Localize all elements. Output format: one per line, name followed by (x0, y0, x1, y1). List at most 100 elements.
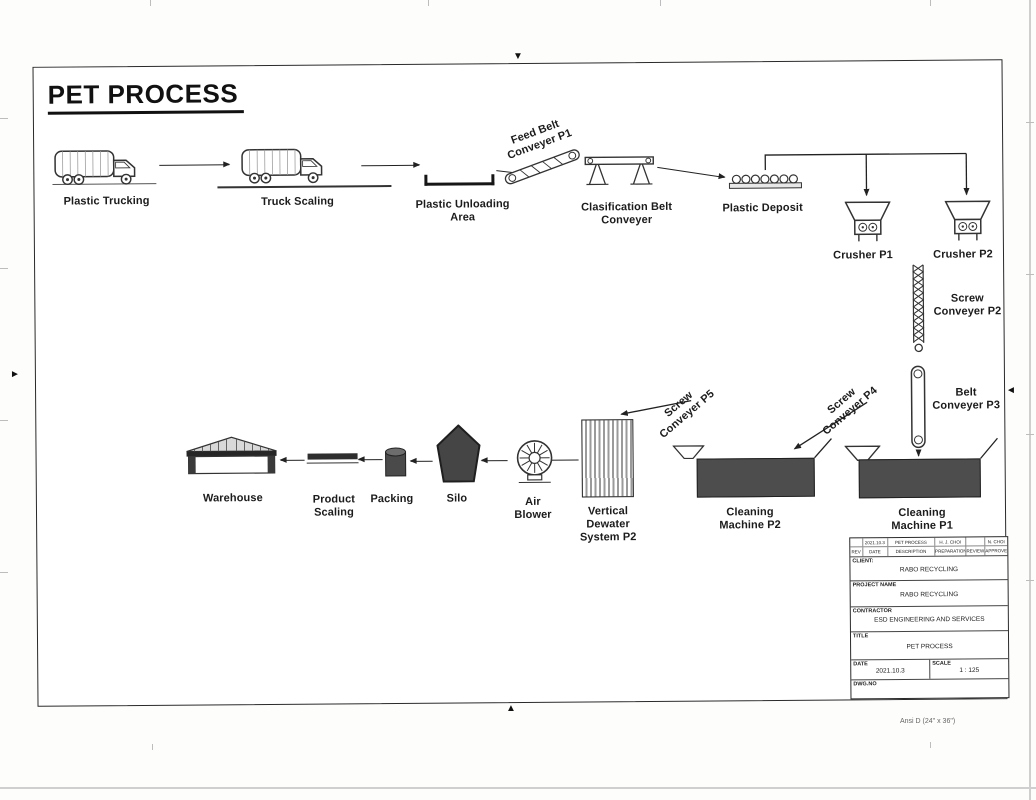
ruler-tick (930, 742, 931, 748)
ruler-tick (0, 118, 8, 119)
node-label-clasification-belt: Clasification Belt Conveyer (581, 200, 673, 227)
registration-mark-right: ◄ (1006, 385, 1016, 396)
date-scale-row: DATE 2021.10.3 SCALE 1 : 125 (851, 659, 1009, 681)
contractor-value: ESD ENGINEERING AND SERVICES (874, 616, 985, 625)
node-label-air-blower: Air Blower (514, 495, 552, 522)
ruler-tick (1026, 434, 1034, 435)
scale-value: 1 : 125 (959, 666, 980, 674)
client-row: CLIENT: RABO RECYCLING (850, 556, 1008, 582)
crusher-icon (944, 200, 991, 242)
classification-belt-icon (584, 152, 654, 187)
product-scale-icon (306, 451, 359, 464)
node-label-plastic-unloading: Plastic Unloading Area (415, 198, 510, 224)
registration-mark-top: ▼ (513, 51, 523, 62)
flow-arrow (657, 166, 725, 179)
title-block: 2021.10.3 PET PROCESS H. J. CHOI N. CHOI… (849, 536, 1010, 700)
rev-description: PET PROCESS (887, 537, 936, 547)
node-label-plastic-trucking: Plastic Trucking (63, 194, 150, 208)
belt-conveyor-icon (910, 365, 927, 449)
rev-header: DATE (862, 547, 889, 557)
packing-drum-icon (384, 447, 407, 480)
screw-conveyor-icon (911, 263, 926, 353)
ruler-tick (930, 0, 931, 6)
feed-belt-conveyor-icon (502, 145, 583, 188)
warehouse-icon (184, 434, 278, 477)
ruler-tick (428, 0, 429, 6)
flow-arrow (361, 164, 420, 167)
drawing-title-row: TITLE PET PROCESS (850, 631, 1009, 661)
title-value: PET PROCESS (906, 643, 953, 651)
rev-number (850, 538, 863, 547)
node-label-plastic-deposit: Plastic Deposit (722, 201, 803, 215)
flow-arrow (159, 164, 230, 166)
flow-arrow (280, 459, 305, 461)
silo-icon (436, 424, 481, 483)
ruler-tick (1026, 580, 1034, 581)
rev-reviewed (966, 537, 986, 546)
node-label-belt-conveyer-p3: Belt Conveyer P3 (932, 386, 1001, 412)
rev-prepared: H. J. CHOI (934, 537, 967, 546)
node-label-warehouse: Warehouse (202, 492, 263, 505)
weighbridge-line (217, 185, 392, 188)
registration-mark-left: ► (10, 369, 20, 380)
ruler-tick (1026, 274, 1034, 275)
title-label: TITLE (852, 633, 869, 640)
ruler-tick (1026, 122, 1034, 123)
garbage-truck-icon (239, 137, 343, 186)
node-label-crusher-p2: Crusher P2 (933, 248, 993, 261)
node-label-crusher-p1: Crusher P1 (833, 249, 893, 262)
node-label-screw-conveyer-p5: Screw Conveyer P5 (657, 387, 717, 441)
dewater-system-icon (581, 419, 634, 498)
ruler-tick (0, 572, 8, 573)
unloading-pit-icon (424, 174, 495, 186)
contractor-label: CONTRACTOR (852, 608, 892, 615)
node-label-vertical-dewater: Vertical Dewater System P2 (579, 505, 637, 544)
scan-edge-right (1029, 0, 1031, 800)
ruler-tick (150, 0, 151, 6)
dwg-no-label: DWG.NO (853, 681, 877, 688)
rev-header: DESCRIPTION (887, 546, 936, 557)
sheet-size-note: Ansi D (24" x 36") (900, 718, 956, 725)
garbage-truck-icon (52, 139, 157, 188)
contractor-row: CONTRACTOR ESD ENGINEERING AND SERVICES (850, 606, 1008, 633)
rev-header: REV (850, 547, 863, 557)
ruler-tick (0, 420, 8, 421)
node-label-silo: Silo (446, 492, 468, 505)
ruler-tick (0, 268, 8, 269)
flow-arrow (481, 460, 508, 462)
flow-arrow (358, 459, 383, 461)
rev-header: REVIEW (966, 546, 986, 556)
rev-header: PREPARATION (935, 546, 967, 556)
revision-header-row: REV DATE DESCRIPTION PREPARATION REVIEW … (850, 546, 1008, 557)
cleaning-machine-icon (696, 457, 815, 498)
cleaning-machine-icon (858, 458, 981, 499)
rev-date: 2021.10.3 (862, 538, 888, 547)
node-label-cleaning-machine-p2: Cleaning Machine P2 (719, 506, 781, 532)
project-value: RABO RECYCLING (900, 591, 959, 599)
client-label: CLIENT: (852, 558, 874, 565)
node-label-screw-conveyer-p4: Screw Conveyer P4 (820, 384, 880, 438)
ruler-tick (660, 0, 661, 6)
plastic-deposit-icon (728, 172, 802, 191)
registration-mark-bottom: ▲ (506, 703, 516, 714)
hopper-funnel-icon (672, 445, 705, 460)
project-row: PROJECT NAME RABO RECYCLING (850, 580, 1008, 608)
scale-cell: SCALE 1 : 125 (930, 659, 1008, 679)
node-label-screw-conveyer-p2: Screw Conveyer P2 (933, 292, 1002, 318)
page-title: PET PROCESS (47, 78, 245, 115)
revision-table: 2021.10.3 PET PROCESS H. J. CHOI N. CHOI… (850, 537, 1008, 558)
dwg-no-row: DWG.NO (851, 679, 1008, 698)
node-label-product-scaling: Product Scaling (312, 493, 356, 519)
node-label-cleaning-machine-p1: Cleaning Machine P1 (891, 506, 953, 533)
drawing-sheet: PET PROCESS (32, 59, 1010, 707)
rev-approved: N. CHOI (987, 539, 1005, 545)
project-label: PROJECT NAME (852, 582, 897, 589)
rev-header: APPROVED (985, 548, 1008, 554)
air-blower-icon (514, 438, 554, 484)
scan-edge-bottom (0, 787, 1036, 789)
node-label-truck-scaling: Truck Scaling (261, 195, 335, 209)
ruler-tick (152, 744, 153, 750)
date-value: 2021.10.3 (875, 667, 905, 675)
crusher-icon (844, 201, 891, 243)
